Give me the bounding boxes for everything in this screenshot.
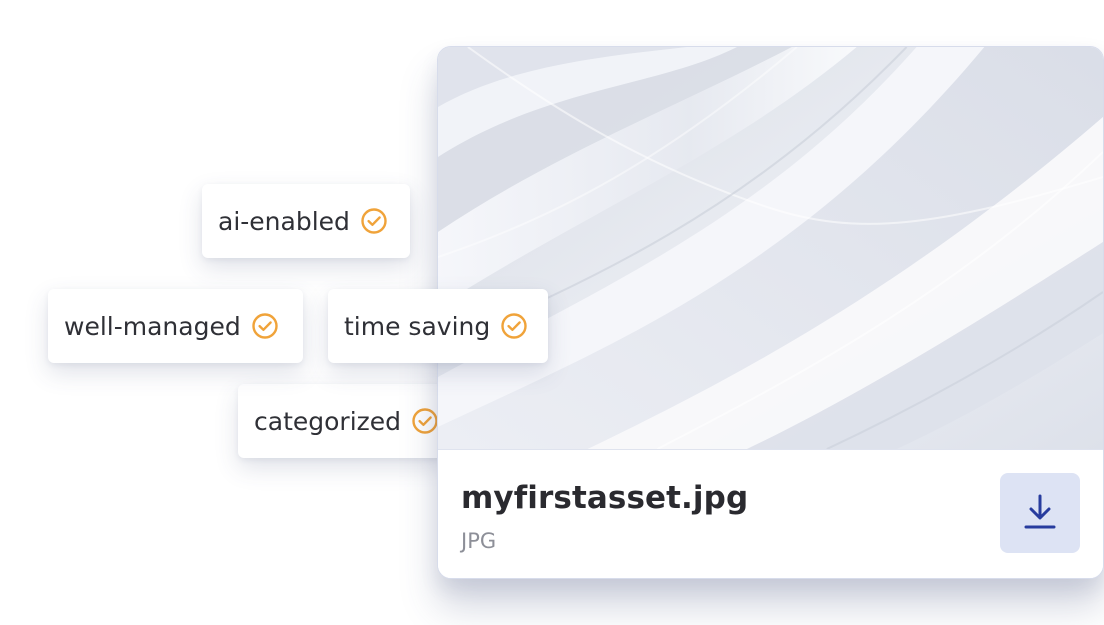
- asset-card[interactable]: myfirstasset.jpg JPG: [437, 46, 1104, 579]
- asset-filename: myfirstasset.jpg: [461, 480, 749, 516]
- asset-details: myfirstasset.jpg JPG: [438, 449, 1103, 578]
- check-circle-icon: [500, 312, 528, 340]
- tag-label: time saving: [344, 311, 491, 341]
- tag-label: well-managed: [64, 311, 241, 341]
- check-circle-icon: [251, 312, 279, 340]
- download-icon: [1023, 493, 1057, 534]
- tag-ai-enabled[interactable]: ai-enabled: [202, 184, 410, 258]
- check-circle-icon: [411, 407, 439, 435]
- tag-time-saving[interactable]: time saving: [328, 289, 548, 363]
- tag-categorized[interactable]: categorized: [238, 384, 448, 458]
- asset-filetype: JPG: [461, 529, 497, 553]
- tag-label: ai-enabled: [218, 206, 350, 236]
- download-button[interactable]: [1000, 473, 1080, 553]
- tag-well-managed[interactable]: well-managed: [48, 289, 303, 363]
- tag-label: categorized: [254, 406, 402, 436]
- check-circle-icon: [360, 207, 388, 235]
- asset-preview-image[interactable]: [438, 47, 1103, 449]
